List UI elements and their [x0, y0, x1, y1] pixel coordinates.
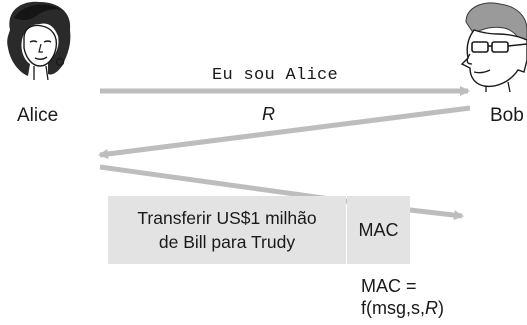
transfer-message-box: Transferir US$1 milhão de Bill para Trud…	[108, 196, 346, 264]
alice-label: Alice	[17, 105, 59, 126]
alice-face-icon	[7, 1, 71, 81]
formula-line-1: MAC =	[361, 276, 417, 296]
arrow-transfer-head	[409, 207, 464, 221]
transfer-line-2: de Bill para Trudy	[158, 232, 296, 252]
formula-prefix: f(msg,s,	[361, 298, 426, 318]
formula-suffix: )	[438, 298, 445, 318]
mac-box: MAC	[347, 196, 410, 264]
nonce-label: R	[262, 104, 275, 124]
formula-nonce: R	[425, 298, 439, 318]
mac-label: MAC	[358, 219, 399, 240]
message-i-am-alice: Eu sou Alice	[212, 66, 339, 85]
formula-line-2: f(msg,s,R)	[361, 297, 444, 319]
arrow-bob-to-alice	[98, 105, 471, 159]
bob-face-icon	[460, 2, 527, 92]
transfer-line-1: Transferir US$1 milhão	[137, 208, 317, 228]
bob-label: Bob	[490, 105, 524, 126]
mac-formula: MAC = f(msg,s,R)	[361, 275, 444, 319]
